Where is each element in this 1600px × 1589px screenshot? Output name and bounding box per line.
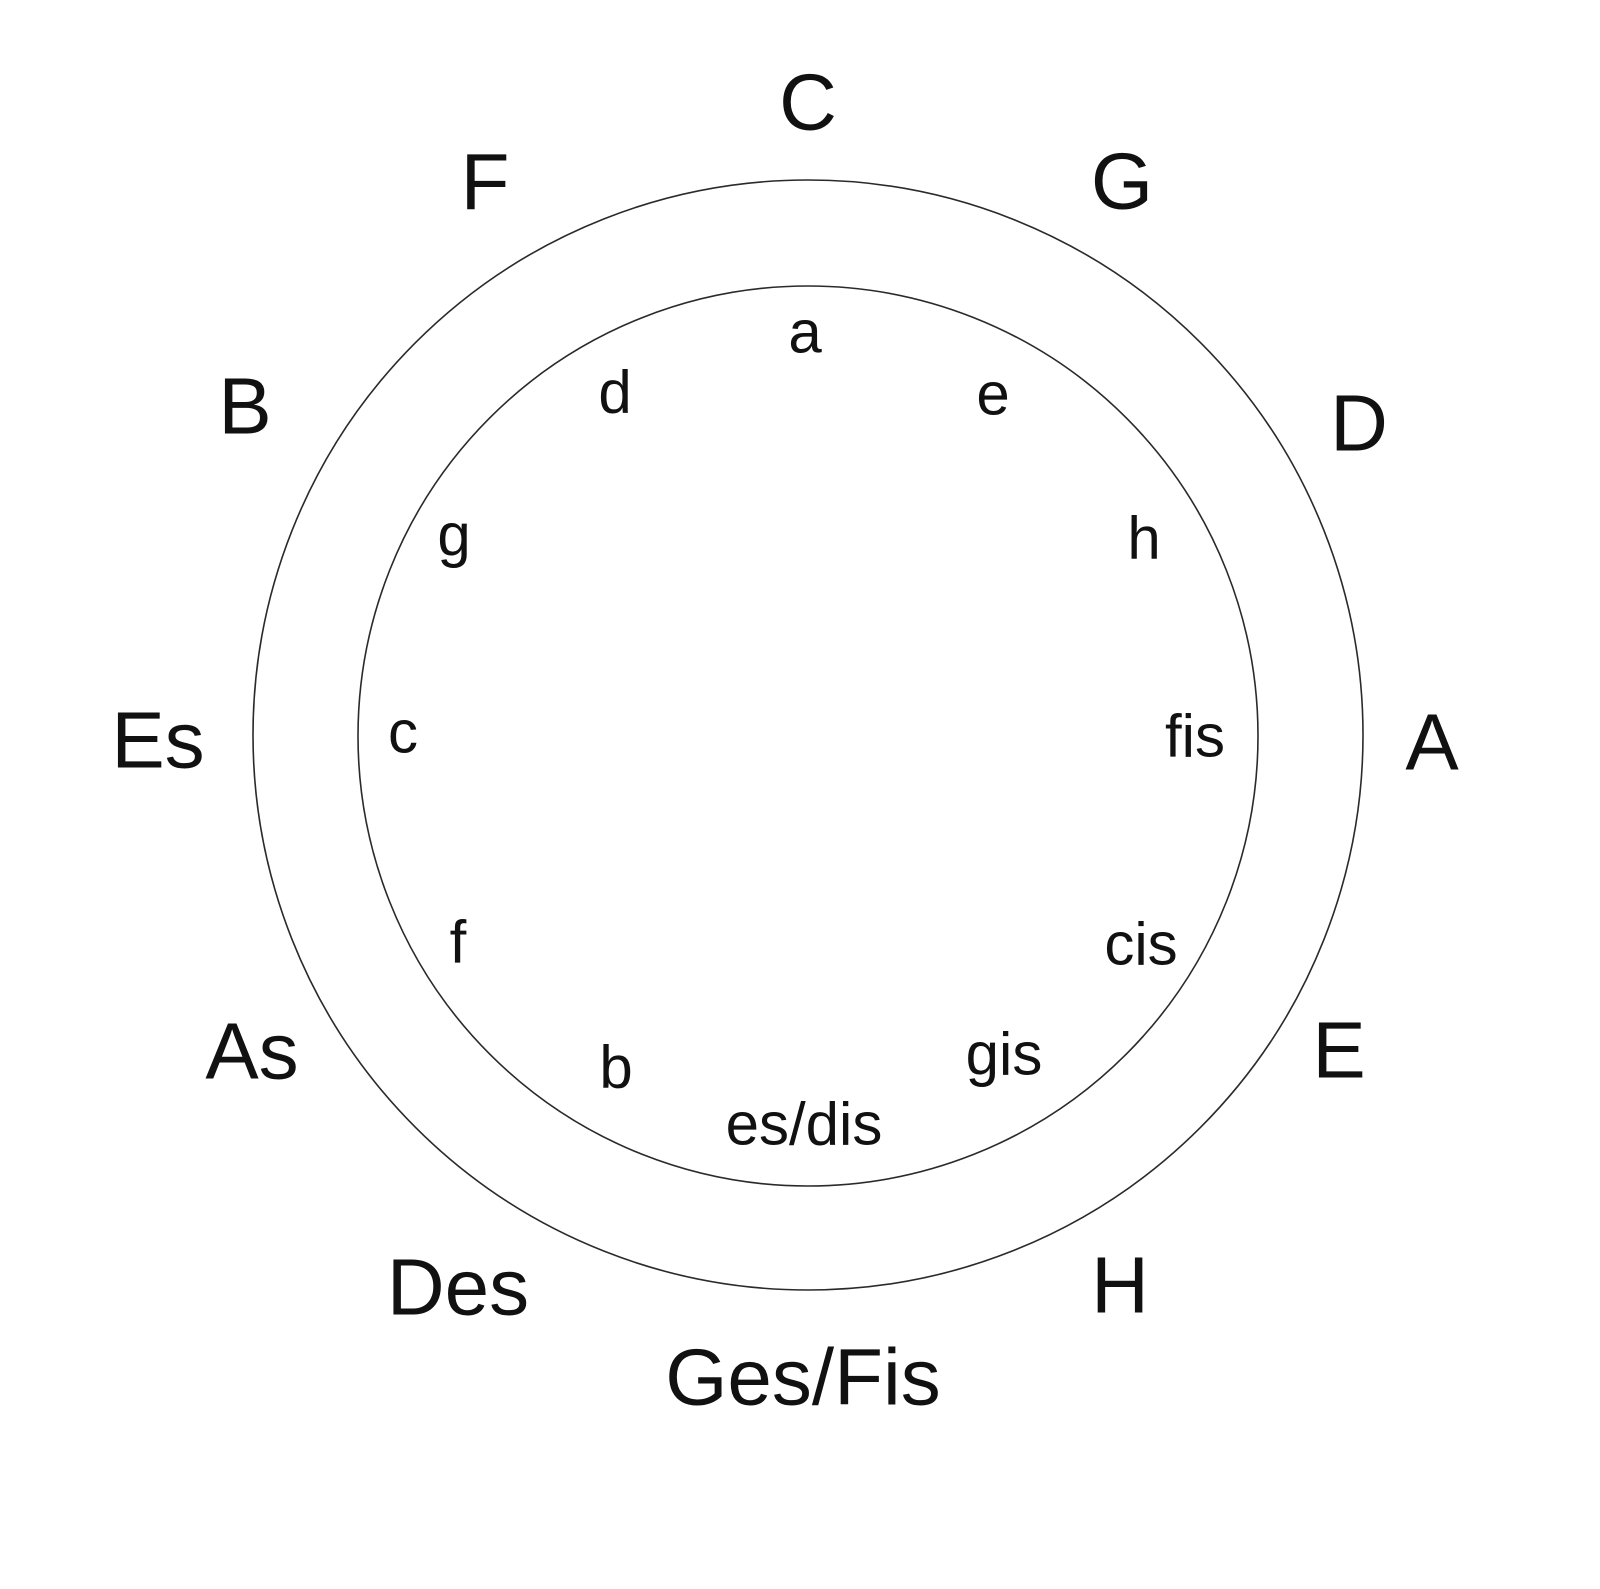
major-key-label: G (1091, 137, 1153, 226)
minor-key-label: f (450, 909, 467, 976)
minor-key-label: h (1127, 505, 1160, 572)
major-key-label: Es (111, 696, 204, 785)
major-key-label: F (461, 138, 510, 227)
major-key-label: B (218, 362, 271, 451)
minor-key-label: c (388, 699, 418, 766)
minor-key-label: b (599, 1034, 632, 1101)
major-key-label: Des (387, 1243, 529, 1332)
major-key-label: E (1312, 1006, 1365, 1095)
minor-key-label: cis (1104, 911, 1177, 978)
major-key-label: H (1091, 1241, 1149, 1330)
outer-ring (252, 179, 1364, 1291)
minor-key-label: a (788, 299, 822, 366)
minor-key-label: e (976, 361, 1009, 428)
major-key-label: C (779, 58, 837, 147)
minor-key-label: gis (966, 1021, 1043, 1088)
minor-key-label: fis (1165, 703, 1225, 770)
major-key-label: As (205, 1007, 298, 1096)
minor-key-label: g (437, 502, 470, 569)
minor-key-label: d (598, 359, 631, 426)
major-key-label: D (1330, 379, 1388, 468)
minor-key-label: es/dis (726, 1091, 883, 1158)
major-key-label: A (1405, 698, 1459, 787)
major-key-label: Ges/Fis (665, 1333, 941, 1422)
inner-ring (357, 285, 1259, 1187)
